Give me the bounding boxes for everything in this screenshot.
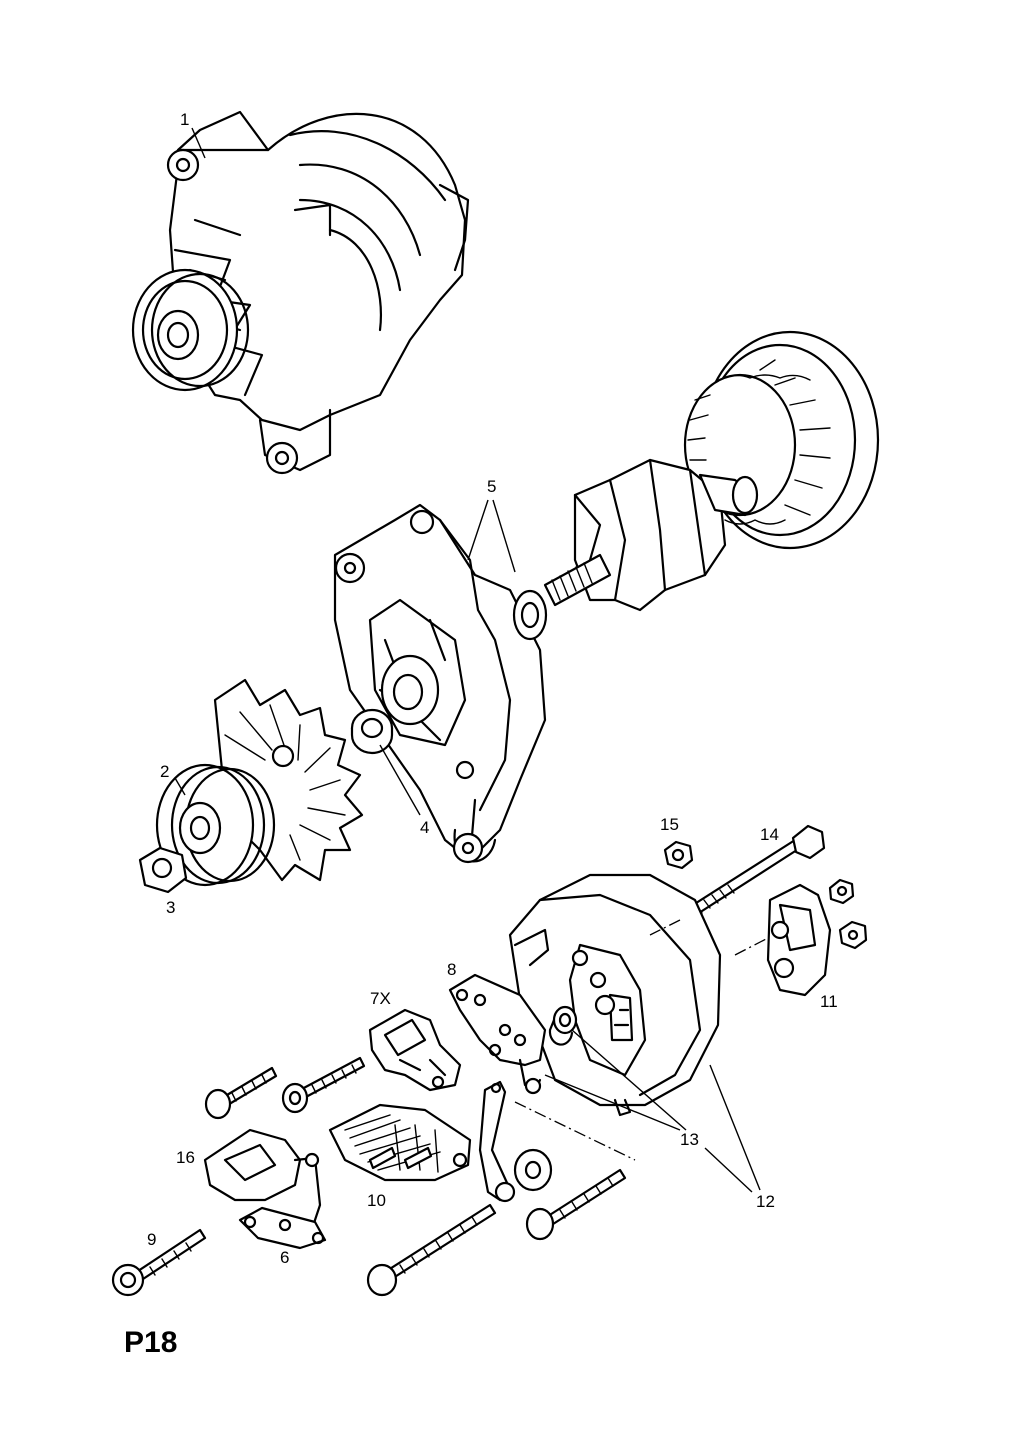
callout-12: 12 bbox=[756, 1192, 775, 1211]
callout-4: 4 bbox=[420, 818, 429, 837]
callout-16: 16 bbox=[176, 1148, 195, 1167]
leader-2 bbox=[174, 777, 186, 796]
part-4-spacer[interactable] bbox=[350, 708, 394, 755]
callout-7x: 7X bbox=[370, 989, 391, 1008]
callout-1: 1 bbox=[180, 110, 189, 129]
connector-strap[interactable] bbox=[478, 1080, 516, 1203]
part-13-bushing[interactable] bbox=[548, 1005, 578, 1046]
leader-13b bbox=[544, 1074, 681, 1131]
part-9-screw[interactable] bbox=[111, 1228, 207, 1297]
part-1-alternator-assembly[interactable] bbox=[131, 110, 470, 475]
part-3-nut[interactable] bbox=[138, 846, 188, 894]
callout-8: 8 bbox=[447, 960, 456, 979]
callout-13: 13 bbox=[680, 1130, 699, 1149]
callout-9: 9 bbox=[147, 1230, 156, 1249]
leader-13a bbox=[571, 1029, 687, 1131]
part-7x-brush-holder[interactable] bbox=[368, 1008, 462, 1092]
part-2-pulley-fan[interactable] bbox=[155, 678, 364, 887]
part-12-slip-ring-housing[interactable] bbox=[508, 873, 722, 1117]
long-screw-lower-left[interactable] bbox=[366, 1203, 497, 1297]
screw-pan-head[interactable] bbox=[204, 1066, 278, 1120]
leader-5b bbox=[492, 499, 516, 573]
callout-6: 6 bbox=[280, 1248, 289, 1267]
leader-1 bbox=[191, 127, 206, 159]
part-11-rear-cover[interactable] bbox=[766, 878, 868, 997]
part-15-nut[interactable] bbox=[663, 840, 694, 870]
assembly-line-screw bbox=[514, 1101, 636, 1161]
screw-with-washer[interactable] bbox=[281, 1056, 366, 1114]
rotor[interactable] bbox=[543, 458, 759, 612]
part-8-terminal-plate[interactable] bbox=[448, 973, 547, 1095]
leader-5a bbox=[467, 499, 489, 561]
long-screw-lower-right[interactable] bbox=[525, 1168, 627, 1241]
callout-15: 15 bbox=[660, 815, 679, 834]
leader-4 bbox=[379, 744, 421, 816]
washer[interactable] bbox=[513, 1148, 553, 1192]
part-6-bracket[interactable] bbox=[238, 1206, 327, 1250]
leader-12a bbox=[709, 1064, 761, 1191]
callout-2: 2 bbox=[160, 762, 169, 781]
assembly-line-cover bbox=[734, 937, 769, 956]
callout-5: 5 bbox=[487, 477, 496, 496]
page-id: P18 bbox=[124, 1326, 177, 1359]
part-16-regulator[interactable] bbox=[203, 1128, 322, 1240]
callout-3: 3 bbox=[166, 898, 175, 917]
callout-10: 10 bbox=[367, 1191, 386, 1210]
part-5-drive-end-housing[interactable] bbox=[333, 503, 548, 864]
leader-12b bbox=[704, 1147, 753, 1193]
part-10-rectifier[interactable] bbox=[328, 1103, 472, 1182]
callout-14: 14 bbox=[760, 825, 779, 844]
assembly-line-bolt bbox=[649, 919, 681, 936]
callout-11: 11 bbox=[820, 992, 838, 1011]
